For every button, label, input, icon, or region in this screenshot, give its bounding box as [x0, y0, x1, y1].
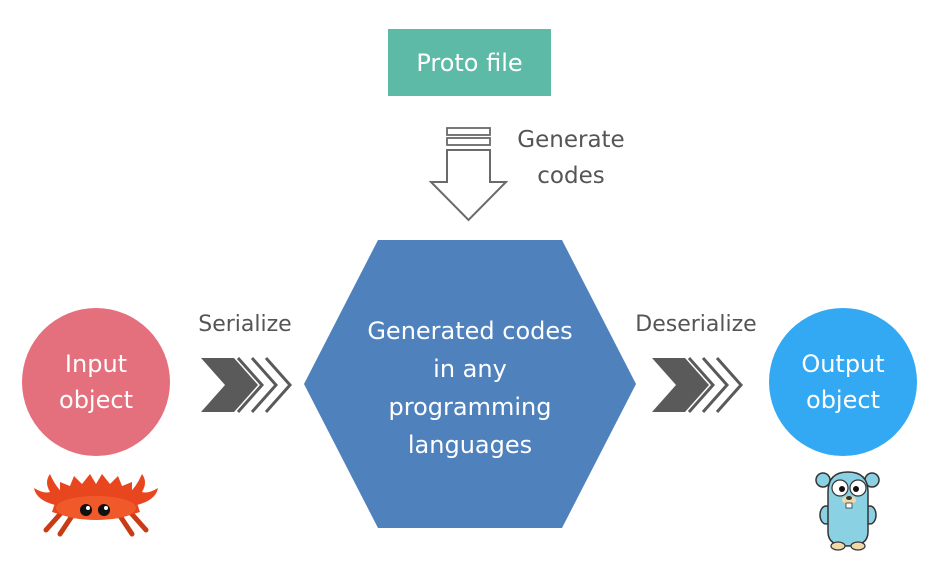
ferris-crab-icon [34, 474, 158, 537]
serialize-label: Serialize [198, 312, 292, 337]
deserialize-arrow [652, 357, 744, 413]
input-line-2: object [59, 386, 133, 414]
generate-codes-label: Generate codes [496, 122, 646, 194]
generated-codes-label: Generated codes in any programming langu… [345, 312, 595, 464]
serialize-arrow [201, 357, 293, 413]
output-line-2: object [806, 386, 880, 414]
generated-codes-hexagon [304, 240, 636, 528]
proto-file-label: Proto file [416, 48, 523, 77]
generate-line-2: codes [537, 163, 605, 189]
gopher-icon [815, 471, 880, 551]
generate-icon [428, 127, 509, 222]
generate-line-1: Generate [517, 127, 625, 153]
input-object-circle: Input object [22, 308, 170, 456]
output-object-circle: Output object [769, 308, 917, 456]
output-line-1: Output [801, 350, 885, 378]
center-line-1: Generated codes [367, 317, 573, 345]
center-line-4: languages [407, 431, 533, 459]
input-line-1: Input [64, 350, 128, 378]
center-line-3: programming [388, 393, 552, 421]
deserialize-label: Deserialize [635, 312, 757, 337]
center-line-2: in any [433, 355, 507, 383]
proto-file-box: Proto file [388, 29, 551, 96]
